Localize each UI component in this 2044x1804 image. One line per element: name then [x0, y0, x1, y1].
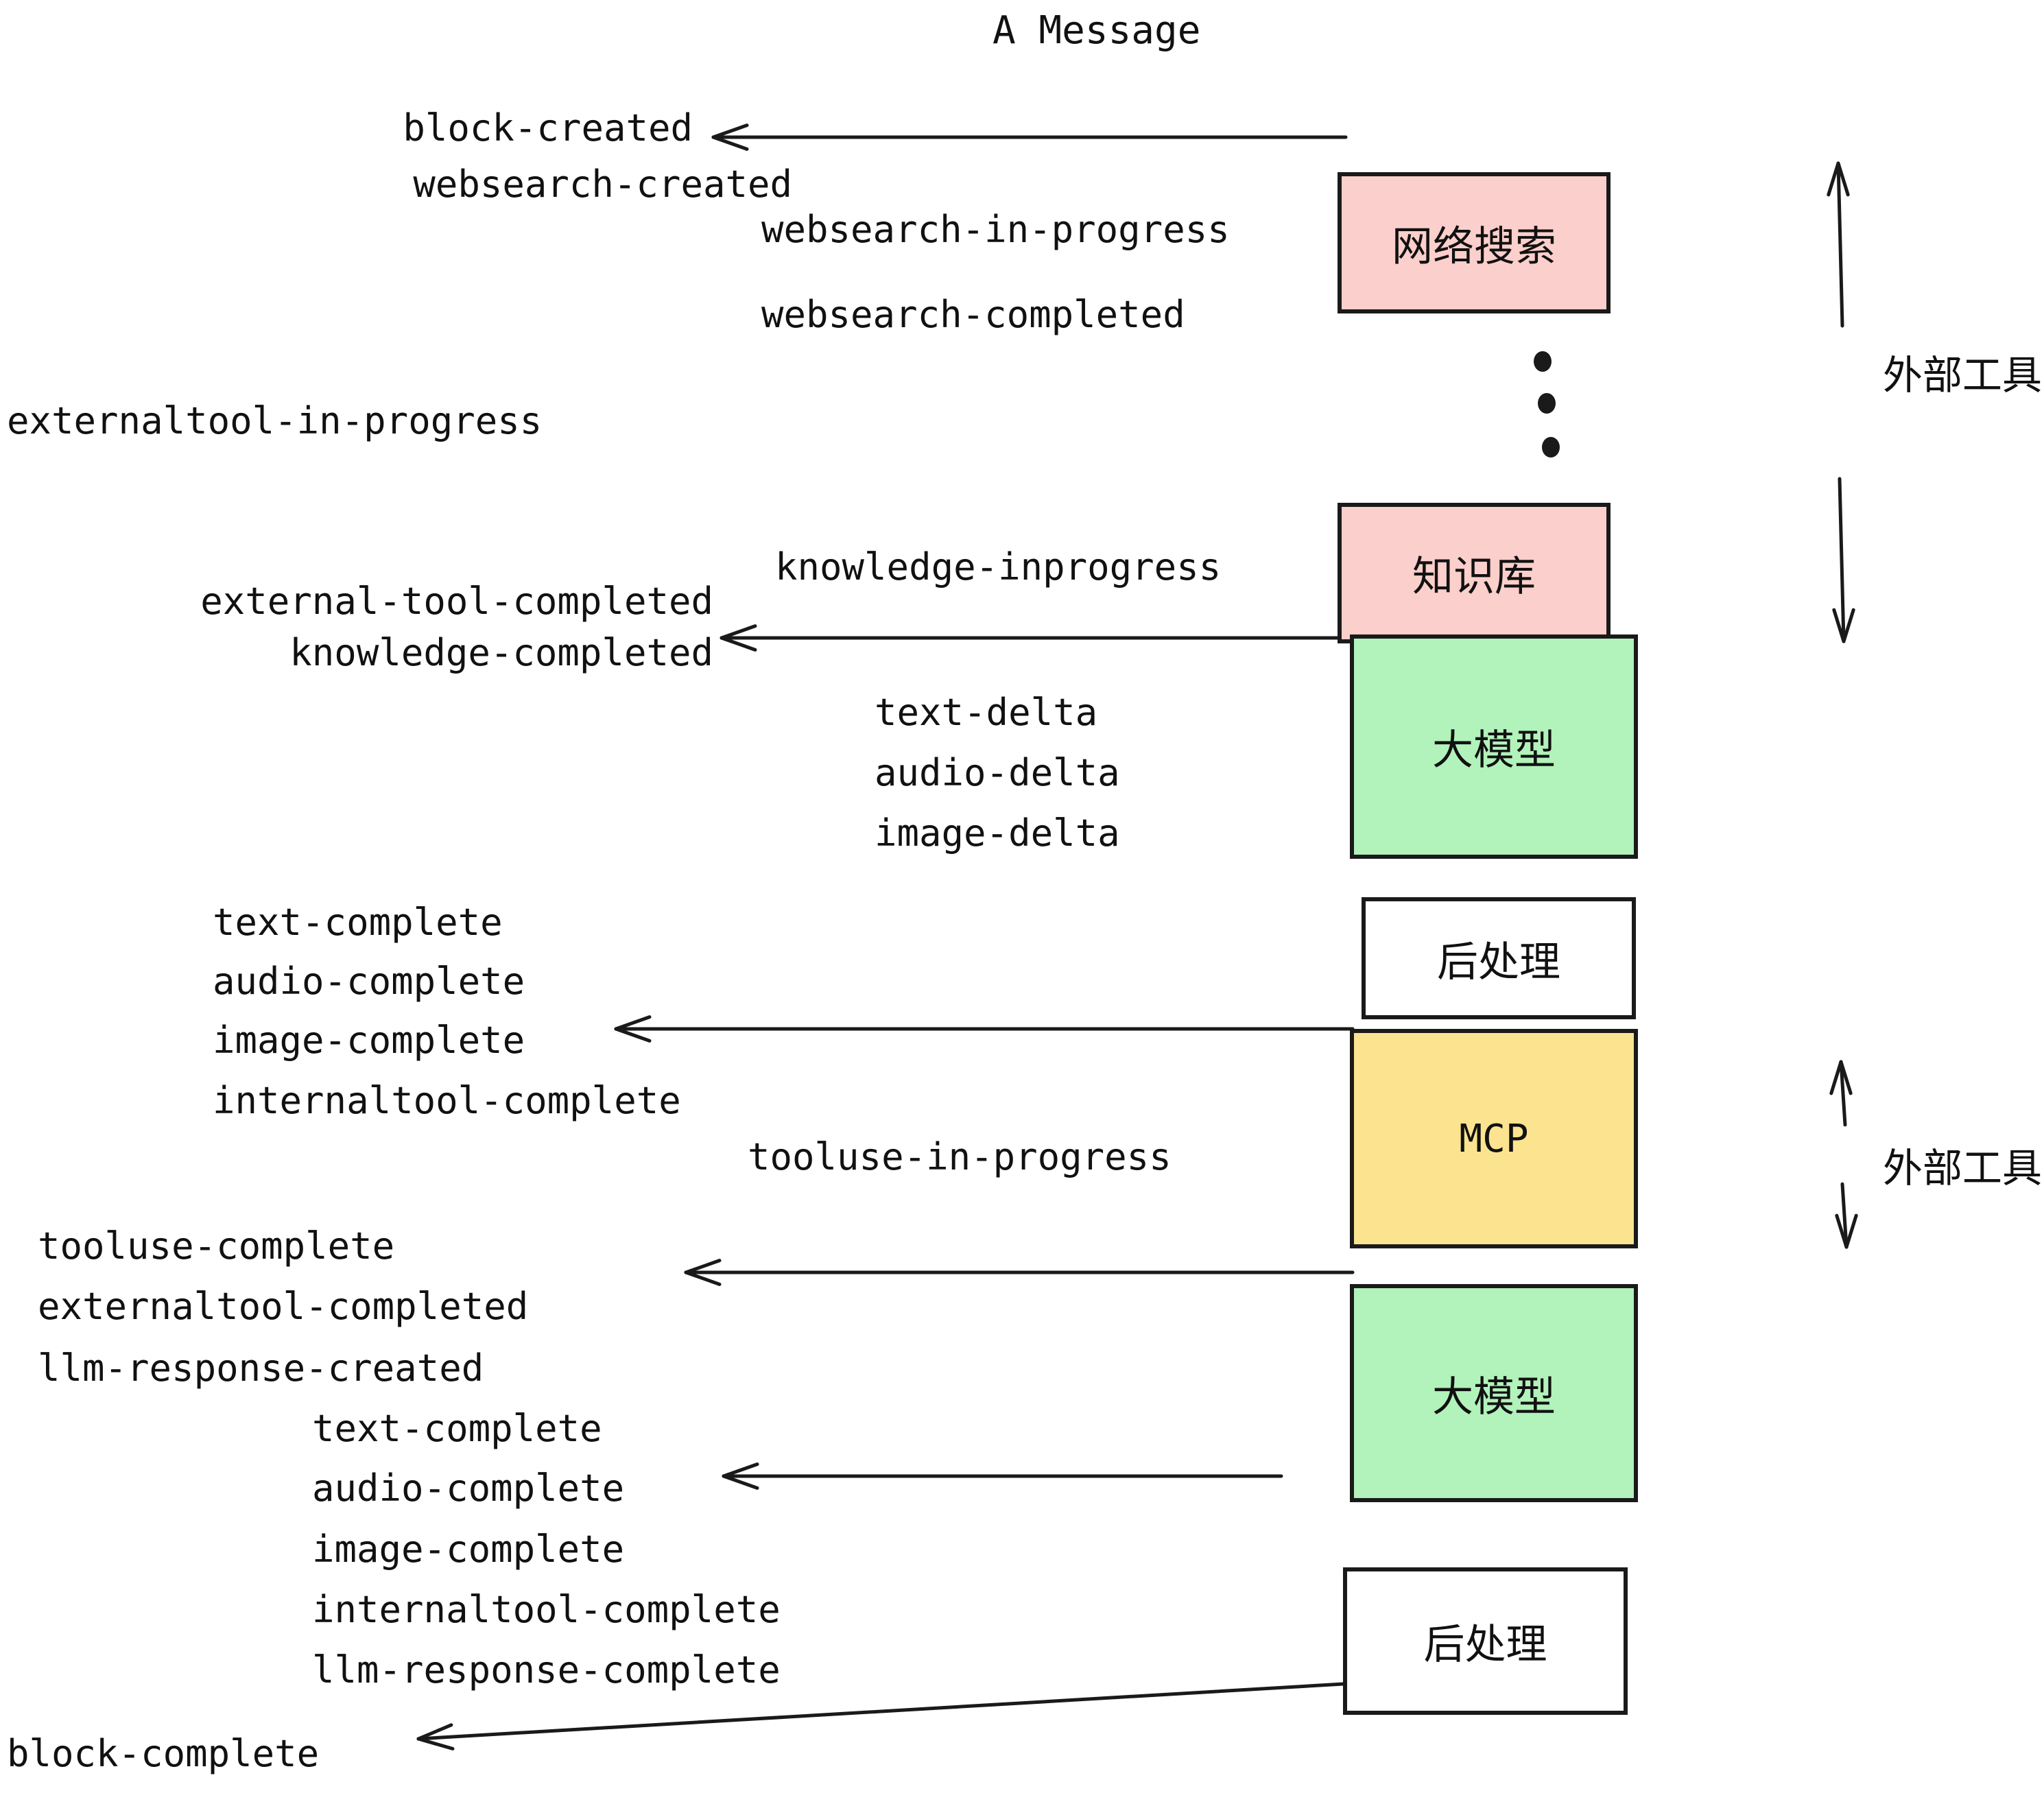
event-label-internaltool-complete: internaltool-complete — [312, 1588, 781, 1631]
knowledge-completed-arrow — [720, 624, 1348, 652]
event-label-audio-complete: audio-complete — [312, 1467, 625, 1510]
node-box-websearch: 网络搜索 — [1338, 172, 1611, 313]
node-label: 大模型 — [1432, 1373, 1556, 1421]
event-label-text-complete: text-complete — [213, 901, 503, 944]
node-label: 网络搜索 — [1392, 222, 1556, 271]
websearch-created-arrow — [711, 123, 1348, 151]
node-box-llm-bottom: 大模型 — [1350, 1284, 1638, 1502]
event-label-tooluse-in-progress: tooluse-in-progress — [748, 1135, 1172, 1178]
event-label-llm-response-created: llm-response-created — [38, 1346, 484, 1390]
node-box-knowledge: 知识库 — [1338, 503, 1611, 643]
event-label-knowledge-inprogress: knowledge-inprogress — [775, 545, 1222, 589]
event-label-knowledge-completed: knowledge-completed — [289, 631, 713, 674]
node-label: 知识库 — [1412, 553, 1536, 601]
event-label-websearch-completed: websearch-completed — [761, 293, 1185, 336]
event-label-text-delta: text-delta — [875, 691, 1098, 734]
node-label: 后处理 — [1423, 1621, 1547, 1669]
event-label-llm-response-complete: llm-response-complete — [312, 1648, 781, 1692]
node-label: MCP — [1459, 1116, 1529, 1161]
node-box-llm-top: 大模型 — [1350, 634, 1638, 859]
node-box-mcp: MCP — [1350, 1029, 1638, 1248]
block-complete-arrow — [416, 1682, 1345, 1750]
event-label-image-complete: image-complete — [312, 1528, 625, 1571]
event-label-block-created: block-created — [403, 106, 693, 150]
event-label-text-complete: text-complete — [312, 1407, 602, 1450]
page-title: A Message — [993, 8, 1201, 53]
event-label-image-complete: image-complete — [213, 1019, 525, 1062]
group-label-external-tool-2: 外部工具 — [1883, 1145, 2043, 1191]
group-label-external-tool-1: 外部工具 — [1883, 352, 2043, 399]
audio-complete-arrow — [722, 1462, 1283, 1490]
ellipsis-dot-1 — [1534, 351, 1552, 372]
tooluse-complete-arrow — [684, 1259, 1355, 1286]
event-label-websearch-created: websearch-created — [413, 163, 792, 206]
event-label-internaltool-complete: internaltool-complete — [213, 1079, 681, 1122]
event-label-audio-delta: audio-delta — [875, 751, 1120, 794]
event-label-externaltool-in-progress: externaltool-in-progress — [7, 399, 543, 442]
image-complete-arrow — [614, 1015, 1355, 1043]
node-box-post-bottom: 后处理 — [1343, 1567, 1628, 1715]
event-label-external-tool-completed: external-tool-completed — [200, 580, 713, 623]
node-label: 后处理 — [1437, 938, 1560, 986]
event-label-audio-complete: audio-complete — [213, 960, 525, 1003]
ellipsis-dot-3 — [1542, 437, 1560, 458]
event-label-externaltool-completed: externaltool-completed — [38, 1285, 529, 1328]
external-tool-span-top — [1827, 161, 1855, 643]
ellipsis-dot-2 — [1538, 393, 1556, 414]
event-label-image-delta: image-delta — [875, 811, 1120, 855]
external-tool-span-bottom — [1829, 1060, 1858, 1249]
event-label-websearch-in-progress: websearch-in-progress — [761, 208, 1230, 251]
node-box-post-top: 后处理 — [1362, 897, 1636, 1019]
event-label-block-complete: block-complete — [7, 1732, 320, 1775]
node-label: 大模型 — [1432, 726, 1556, 774]
event-label-tooluse-complete: tooluse-complete — [38, 1224, 395, 1268]
